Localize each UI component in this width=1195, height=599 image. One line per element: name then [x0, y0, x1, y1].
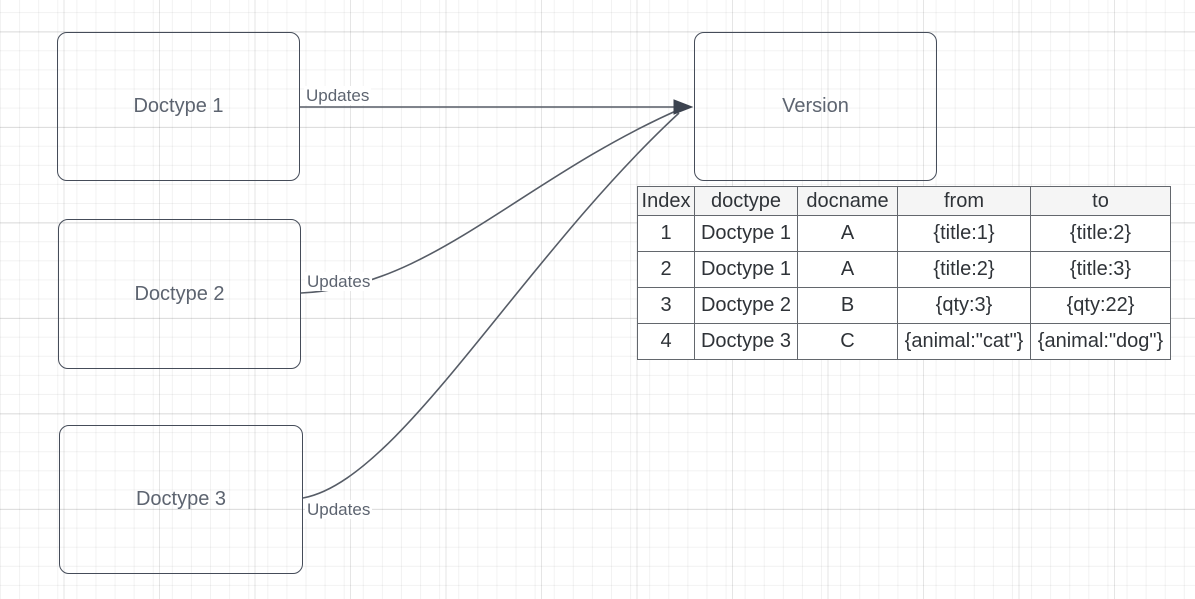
node-doctype-1[interactable]: Doctype 1	[57, 32, 300, 181]
node-version[interactable]: Version	[694, 32, 937, 181]
table-row: 4 Doctype 3 C {animal:"cat"} {animal:"do…	[637, 323, 1171, 360]
table-cell[interactable]: A	[797, 251, 898, 288]
table-cell[interactable]: {animal:"dog"}	[1030, 323, 1171, 360]
table-cell[interactable]: {title:2}	[897, 251, 1031, 288]
edge-doctype2-to-version[interactable]	[300, 109, 679, 294]
table-cell[interactable]: {title:3}	[1030, 251, 1171, 288]
table-cell[interactable]: 1	[637, 215, 695, 252]
edge-label-updates-1[interactable]: Updates	[304, 86, 372, 105]
edge-doctype3-to-version[interactable]	[302, 112, 680, 499]
table-cell[interactable]: B	[797, 287, 898, 324]
table-cell[interactable]: 3	[637, 287, 695, 324]
table-header-index[interactable]: Index	[637, 186, 695, 216]
table-header-to[interactable]: to	[1030, 186, 1171, 216]
edge-label-updates-2[interactable]: Updates	[305, 272, 373, 291]
table-cell[interactable]: 2	[637, 251, 695, 288]
table-cell[interactable]: {qty:22}	[1030, 287, 1171, 324]
table-row: 2 Doctype 1 A {title:2} {title:3}	[637, 251, 1171, 288]
table-cell[interactable]: Doctype 1	[694, 215, 798, 252]
version-table[interactable]: Index doctype docname from to 1 Doctype …	[637, 186, 1171, 360]
table-cell[interactable]: {title:2}	[1030, 215, 1171, 252]
node-doctype-2[interactable]: Doctype 2	[58, 219, 301, 369]
table-cell[interactable]: 4	[637, 323, 695, 360]
node-doctype-3-label: Doctype 3	[135, 488, 227, 510]
table-row: 1 Doctype 1 A {title:1} {title:2}	[637, 215, 1171, 252]
table-header-docname[interactable]: docname	[797, 186, 898, 216]
table-header-doctype[interactable]: doctype	[694, 186, 798, 216]
table-header-from[interactable]: from	[897, 186, 1031, 216]
table-row: 3 Doctype 2 B {qty:3} {qty:22}	[637, 287, 1171, 324]
table-cell[interactable]: {animal:"cat"}	[897, 323, 1031, 360]
edge-label-updates-3[interactable]: Updates	[305, 500, 373, 519]
table-cell[interactable]: C	[797, 323, 898, 360]
table-cell[interactable]: Doctype 1	[694, 251, 798, 288]
table-cell[interactable]: A	[797, 215, 898, 252]
node-doctype-3[interactable]: Doctype 3	[59, 425, 303, 574]
table-cell[interactable]: Doctype 2	[694, 287, 798, 324]
table-header-row: Index doctype docname from to	[637, 186, 1171, 216]
table-cell[interactable]: {title:1}	[897, 215, 1031, 252]
table-cell[interactable]: {qty:3}	[897, 287, 1031, 324]
arrow-head	[673, 99, 694, 115]
node-doctype-1-label: Doctype 1	[133, 95, 224, 117]
table-cell[interactable]: Doctype 3	[694, 323, 798, 360]
node-doctype-2-label: Doctype 2	[134, 282, 225, 305]
node-version-label: Version	[782, 95, 849, 117]
